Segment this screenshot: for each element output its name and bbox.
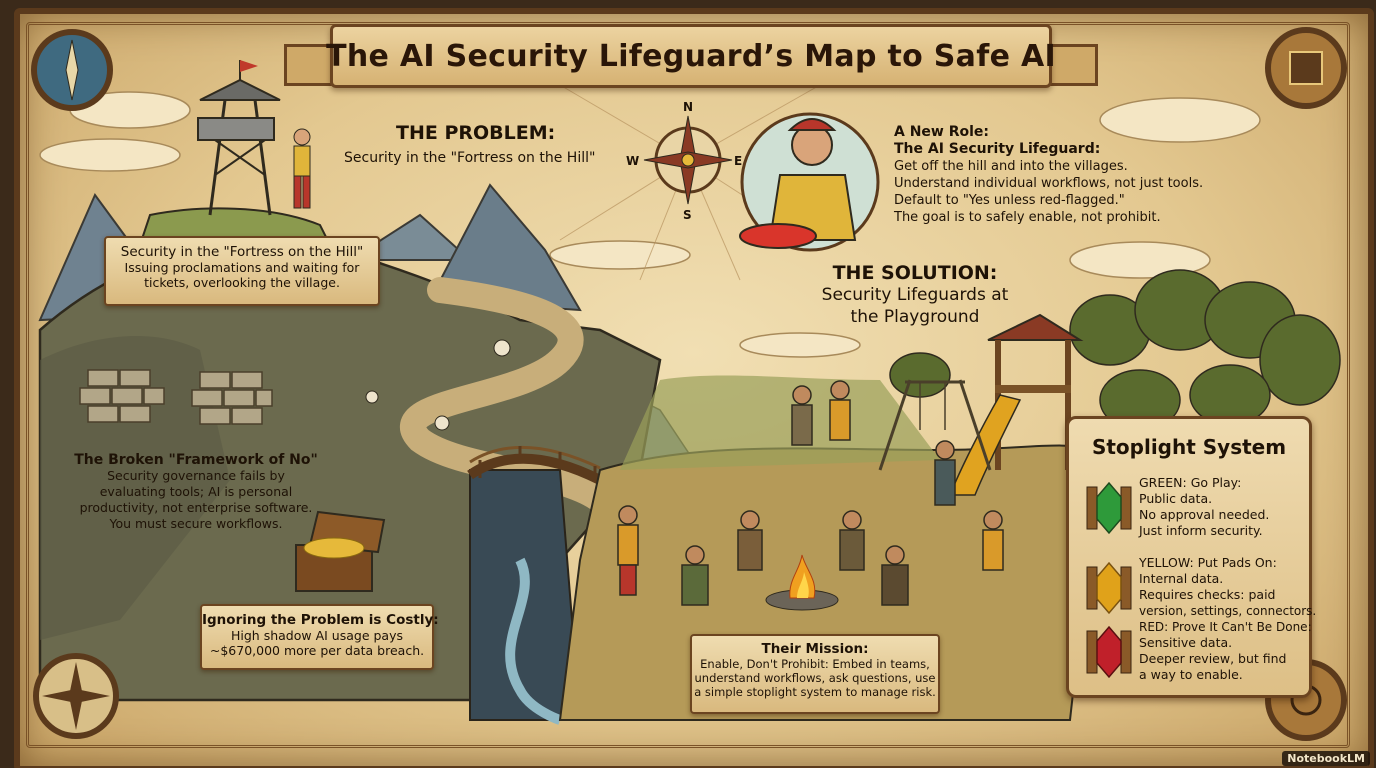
broken-framework-title: The Broken "Framework of No" bbox=[74, 452, 318, 468]
solution-line: the Playground bbox=[850, 307, 980, 327]
mission-note: Their Mission: Enable, Don't Prohibit: E… bbox=[690, 634, 940, 714]
new-role-line: The goal is to safely enable, not prohib… bbox=[894, 210, 1161, 225]
yellow-text: YELLOW: Put Pads On: Internal data. Requ… bbox=[1139, 555, 1316, 619]
watermark: NotebookLM bbox=[1282, 751, 1370, 766]
costly-note-line: ~$670,000 more per data breach. bbox=[209, 643, 425, 658]
hilltop bbox=[138, 207, 332, 246]
playground bbox=[878, 313, 1084, 496]
solution-line: Security Lifeguards at bbox=[821, 285, 1009, 305]
compass-north-label: N bbox=[683, 100, 694, 114]
stoplight-panel: Stoplight System GREEN: Go Play: Public … bbox=[1066, 416, 1316, 699]
campfire bbox=[765, 554, 839, 611]
yellow-line: Internal data. bbox=[1139, 571, 1224, 586]
compass-west-label: W bbox=[626, 154, 640, 168]
stoplight-title: Stoplight System bbox=[1091, 435, 1287, 459]
new-role-line: Default to "Yes unless red-flagged." bbox=[894, 193, 1125, 208]
red-line: a way to enable. bbox=[1139, 667, 1243, 682]
skulls bbox=[365, 339, 511, 431]
watchtower bbox=[197, 60, 281, 216]
yellow-label: YELLOW: Put Pads On: bbox=[1139, 555, 1277, 570]
stoplight-red-row: RED: Prove It Can't Be Done: Sensitive d… bbox=[1081, 619, 1312, 699]
compass-east-label: E bbox=[734, 154, 743, 168]
green-text: GREEN: Go Play: Public data. No approval… bbox=[1139, 475, 1269, 539]
treasure-chest bbox=[295, 510, 386, 592]
problem-heading: THE PROBLEM: bbox=[396, 122, 556, 144]
mission-note-title: Their Mission: bbox=[761, 641, 869, 657]
red-text: RED: Prove It Can't Be Done: Sensitive d… bbox=[1139, 619, 1312, 683]
broken-framework-line: productivity, not enterprise software. bbox=[79, 500, 313, 515]
green-gem-icon bbox=[1085, 479, 1133, 537]
forest bbox=[889, 269, 1341, 431]
green-line: Public data. bbox=[1139, 491, 1213, 506]
new-role-line: Get off the hill and into the villages. bbox=[894, 159, 1128, 174]
title-banner: The AI Security Lifeguard’s Map to Safe … bbox=[326, 24, 1056, 88]
red-line: Sensitive data. bbox=[1139, 635, 1233, 650]
yellow-line: version, settings, connectors. bbox=[1139, 604, 1317, 618]
river bbox=[505, 557, 562, 725]
mission-note-line: Enable, Don't Prohibit: Embed in teams, bbox=[700, 657, 930, 671]
new-role-line: Understand individual workflows, not jus… bbox=[894, 176, 1204, 191]
red-gem-shape bbox=[1096, 625, 1122, 679]
problem-subheading: Security in the "Fortress on the Hill" bbox=[344, 150, 596, 166]
green-label: GREEN: Go Play: bbox=[1139, 475, 1242, 490]
broken-framework-block: The Broken "Framework of No" Security go… bbox=[60, 452, 332, 532]
stoplight-green-row: GREEN: Go Play: Public data. No approval… bbox=[1081, 475, 1309, 555]
green-line: Just inform security. bbox=[1139, 523, 1263, 538]
yellow-gem-icon bbox=[1085, 559, 1133, 617]
fortress-note-line: tickets, overlooking the village. bbox=[144, 275, 340, 290]
broken-framework-line: You must secure workflows. bbox=[109, 516, 283, 531]
broken-framework-line: Security governance fails by bbox=[107, 468, 285, 483]
compass-rose bbox=[643, 115, 733, 205]
lifeguard-portrait bbox=[739, 112, 880, 252]
mission-note-line: a simple stoplight system to manage risk… bbox=[694, 685, 936, 699]
red-line: Deeper review, but find bbox=[1139, 651, 1287, 666]
broken-wall bbox=[79, 369, 273, 425]
solution-heading: THE SOLUTION: bbox=[832, 262, 998, 284]
clouds bbox=[39, 91, 1261, 358]
green-gem-shape bbox=[1096, 481, 1122, 535]
new-role-title: The AI Security Lifeguard: bbox=[894, 141, 1101, 157]
corner-ornaments bbox=[31, 27, 1347, 741]
stoplight-yellow-row: YELLOW: Put Pads On: Internal data. Requ… bbox=[1081, 555, 1316, 635]
red-label: RED: Prove It Can't Be Done: bbox=[1139, 620, 1312, 634]
page-title: The AI Security Lifeguard’s Map to Safe … bbox=[326, 38, 1056, 74]
fortress-note: Security in the "Fortress on the Hill" I… bbox=[104, 236, 380, 306]
broken-framework-line: evaluating tools; AI is personal bbox=[99, 484, 293, 499]
yellow-line: Requires checks: paid bbox=[1139, 587, 1276, 602]
fortress-note-title: Security in the "Fortress on the Hill" bbox=[120, 244, 364, 260]
new-role-label: A New Role: bbox=[894, 124, 990, 140]
mission-note-line: understand workflows, ask questions, use bbox=[694, 671, 936, 685]
red-gem-icon bbox=[1085, 623, 1133, 681]
compass-south-label: S bbox=[683, 208, 692, 222]
costly-note: Ignoring the Problem is Costly: High sha… bbox=[200, 604, 439, 670]
green-line: No approval needed. bbox=[1139, 507, 1270, 522]
fortress-note-line: Issuing proclamations and waiting for bbox=[124, 260, 360, 275]
yellow-gem-shape bbox=[1096, 561, 1122, 615]
bridge bbox=[467, 445, 603, 485]
solution-block: THE SOLUTION: Security Lifeguards at the… bbox=[800, 262, 1030, 328]
costly-note-line: High shadow AI usage pays bbox=[231, 628, 403, 643]
costly-note-title: Ignoring the Problem is Costly: bbox=[202, 612, 439, 628]
new-role-block: A New Role: The AI Security Lifeguard: G… bbox=[894, 124, 1203, 226]
team-figures bbox=[617, 380, 1004, 606]
guard-figure bbox=[293, 128, 311, 209]
